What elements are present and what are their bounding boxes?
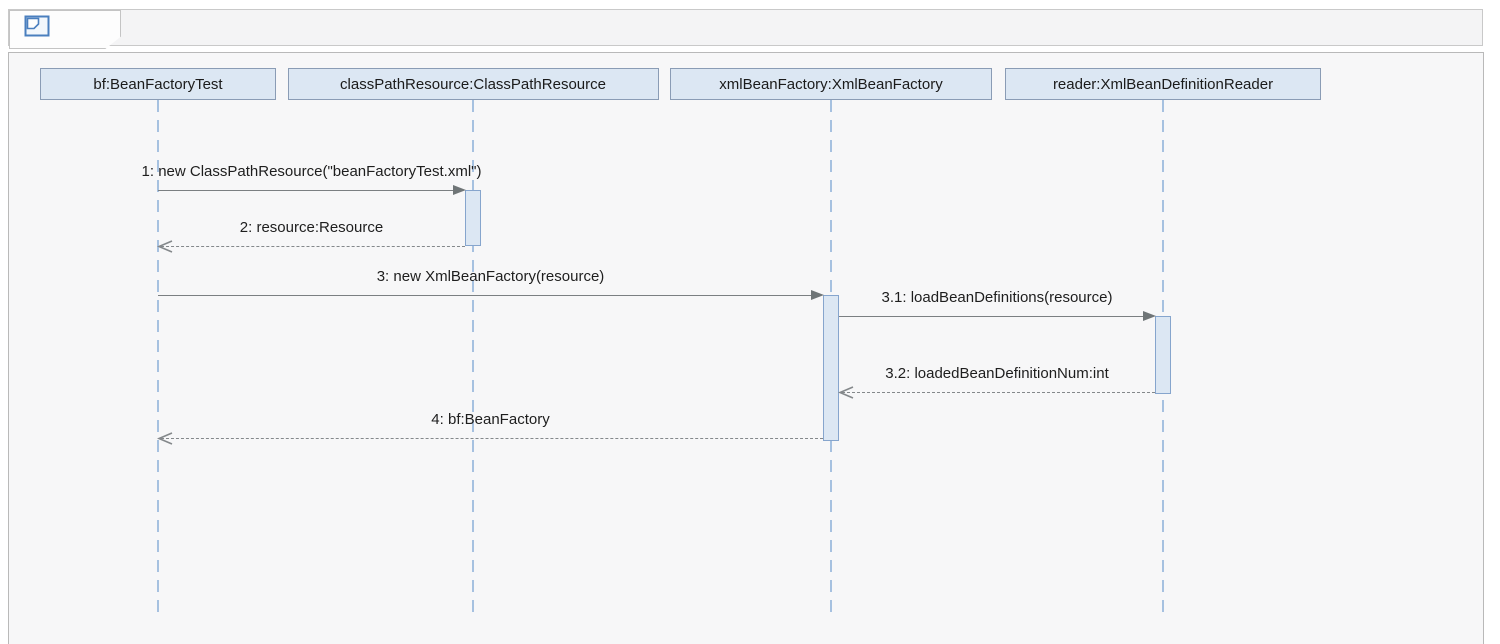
arrowhead-filled-icon [453, 185, 466, 195]
message-label: 4: bf:BeanFactory [431, 411, 550, 428]
lifeline-label: classPathResource:ClassPathResource [340, 75, 606, 93]
message-line [161, 246, 465, 247]
lifeline-label: bf:BeanFactoryTest [93, 75, 223, 93]
message-line [842, 392, 1155, 393]
message-line [158, 190, 463, 191]
message-label: 3: new XmlBeanFactory(resource) [376, 268, 605, 285]
tab-strip [8, 9, 1483, 46]
message-label: 1: new ClassPathResource("beanFactoryTes… [141, 163, 482, 180]
uml-frame-icon [24, 15, 50, 42]
sequence-frame-tab[interactable] [9, 10, 121, 49]
lifeline-head[interactable]: xmlBeanFactory:XmlBeanFactory [670, 68, 992, 100]
lifeline-label: reader:XmlBeanDefinitionReader [1052, 75, 1274, 93]
activation-bar[interactable] [1155, 316, 1171, 394]
message-label: 3.2: loadedBeanDefinitionNum:int [885, 365, 1109, 382]
message-line [839, 316, 1153, 317]
arrowhead-open-icon [837, 385, 855, 405]
arrowhead-filled-icon [1143, 311, 1156, 321]
message-label: 2: resource:Resource [239, 219, 384, 236]
arrowhead-filled-icon [811, 290, 824, 300]
lifeline-head[interactable]: classPathResource:ClassPathResource [287, 68, 659, 100]
message-label: 3.1: loadBeanDefinitions(resource) [881, 289, 1113, 306]
lifeline-line[interactable] [472, 100, 474, 616]
activation-bar[interactable] [823, 295, 839, 441]
lifeline-head[interactable]: bf:BeanFactoryTest [40, 68, 276, 100]
message-line [161, 438, 823, 439]
arrowhead-open-icon [156, 431, 174, 451]
diagram-panel [8, 52, 1484, 644]
arrowhead-open-icon [156, 239, 174, 259]
lifeline-label: xmlBeanFactory:XmlBeanFactory [719, 75, 943, 93]
message-line [158, 295, 821, 296]
lifeline-head[interactable]: reader:XmlBeanDefinitionReader [1005, 68, 1321, 100]
lifeline-line[interactable] [157, 100, 159, 616]
activation-bar[interactable] [465, 190, 481, 246]
